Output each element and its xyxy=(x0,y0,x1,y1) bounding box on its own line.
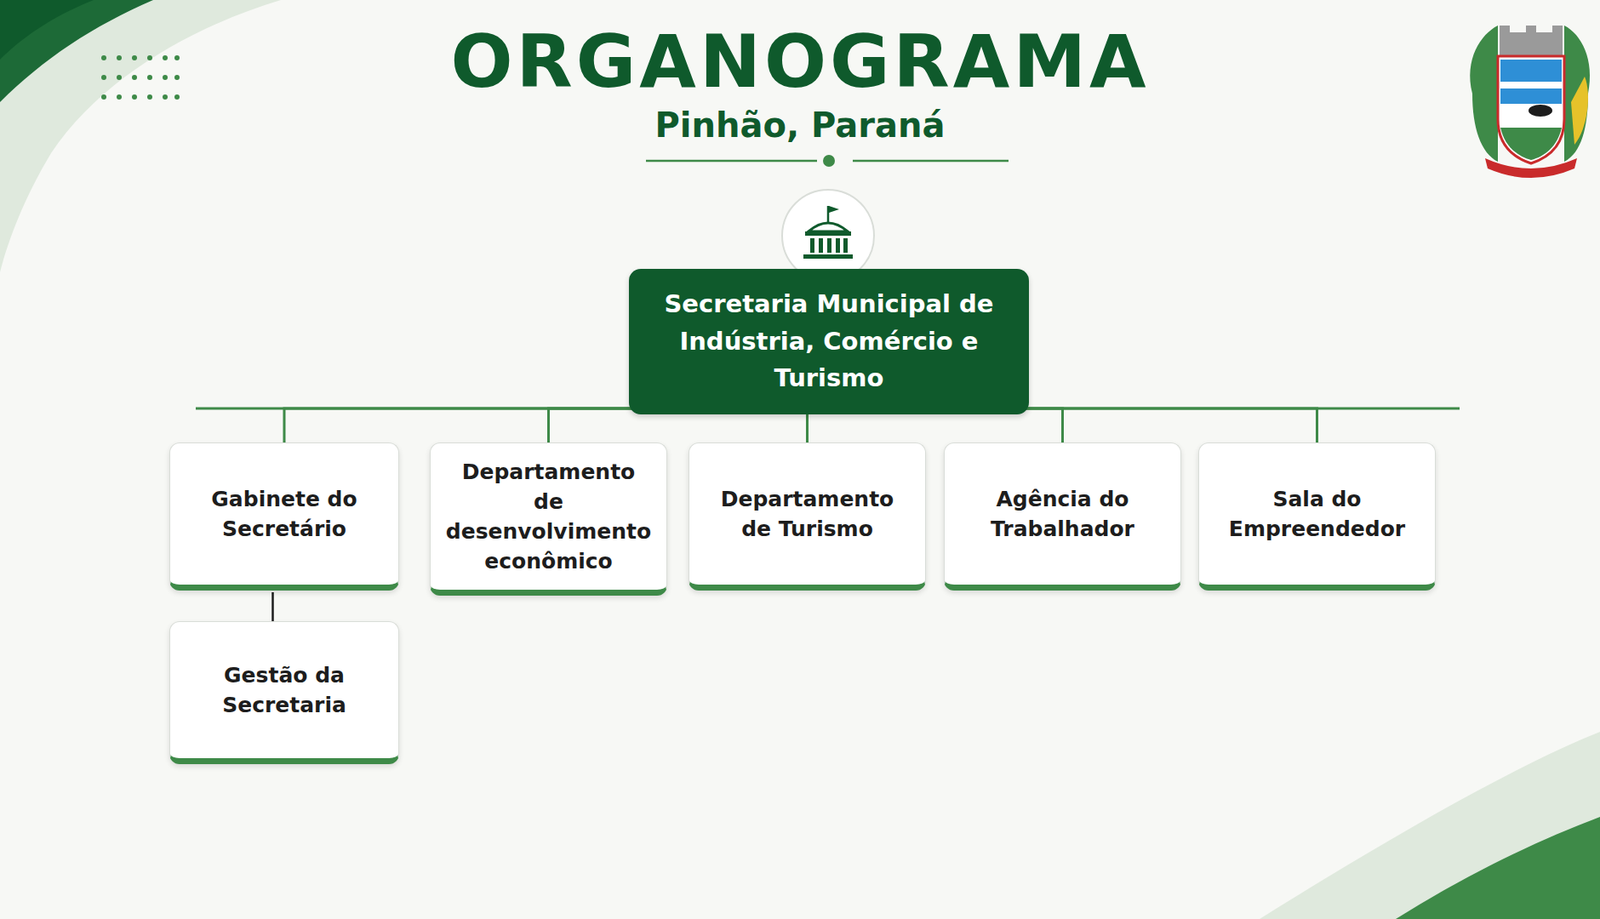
corner-swoosh xyxy=(0,0,94,60)
department-box: Departamento de Turismo xyxy=(688,442,926,591)
dot-grid xyxy=(101,55,180,100)
box-label: Departamento de desenvolvimento econômic… xyxy=(444,457,653,577)
subtitle-divider xyxy=(645,154,1009,167)
building-icon xyxy=(782,189,875,282)
coat-of-arms xyxy=(1469,25,1590,178)
secretariat-box: Secretaria Municipal de Indústria, Comér… xyxy=(628,268,1029,415)
org-connector xyxy=(271,592,275,622)
corner-swoosh xyxy=(0,0,154,103)
corner-swoosh xyxy=(1395,817,1600,919)
box-label: Departamento de Turismo xyxy=(702,484,912,544)
agency-box: Agência do Trabalhador xyxy=(943,442,1182,591)
subtitle: Pinhão, Paraná xyxy=(0,105,1600,145)
corner-swoosh xyxy=(1259,731,1600,919)
box-label: Secretaria Municipal de Indústria, Comér… xyxy=(649,285,1009,398)
box-label: Gestão da Secretaria xyxy=(183,660,385,720)
office-box: Gabinete do Secretário xyxy=(169,442,400,591)
box-label: Sala do Empreendedor xyxy=(1212,484,1422,544)
management-box: Gestão da Secretaria xyxy=(169,621,400,765)
room-box: Sala do Empreendedor xyxy=(1198,442,1436,591)
page-title: ORGANOGRAMA xyxy=(0,18,1600,104)
box-label: Gabinete do Secretário xyxy=(183,484,385,544)
box-label: Agência do Trabalhador xyxy=(958,484,1167,544)
corner-swoosh xyxy=(0,0,281,273)
department-box: Departamento de desenvolvimento econômic… xyxy=(429,442,668,596)
